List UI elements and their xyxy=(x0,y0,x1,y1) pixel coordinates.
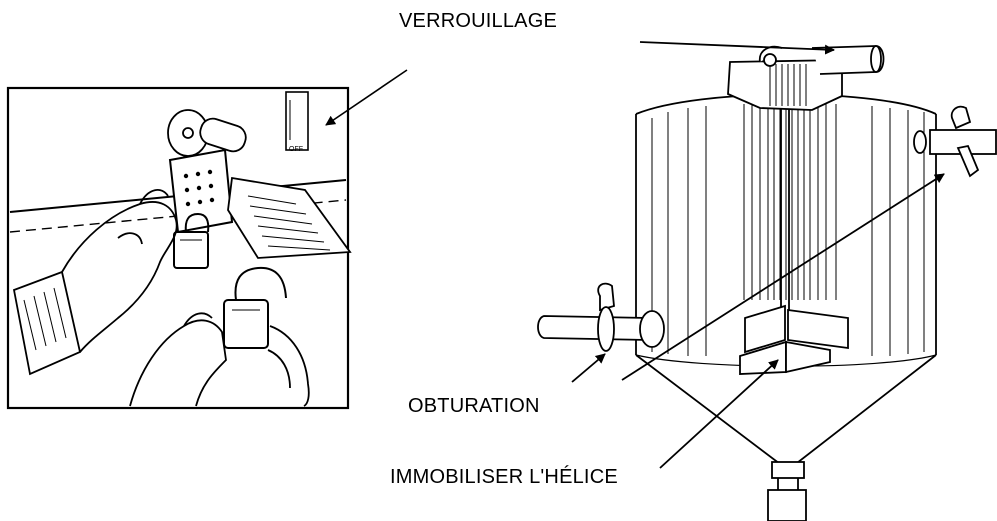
obturation-arrow-long xyxy=(621,173,945,381)
lockout-arrow-left xyxy=(325,69,408,126)
key-icon xyxy=(167,109,247,157)
right-hand xyxy=(129,312,310,407)
impeller xyxy=(739,304,849,375)
lockout-arrow-right xyxy=(639,41,835,55)
obturation-label: OBTURATION xyxy=(408,395,540,417)
open-padlock-icon xyxy=(223,266,287,349)
lockout-label: VERROUILLAGE xyxy=(399,10,558,32)
outlet-pipe xyxy=(767,461,807,521)
tank-shading xyxy=(651,104,925,356)
lockout-hasp xyxy=(168,148,234,234)
lockout-hands-illustration: OFF xyxy=(6,69,408,410)
obturation-arrow-short xyxy=(571,353,606,383)
left-inlet-pipe xyxy=(537,282,665,352)
immobilize-impeller-label: IMMOBILISER L'HÉLICE xyxy=(390,466,618,488)
left-hand xyxy=(12,189,178,376)
motor-housing xyxy=(727,45,885,111)
danger-tag xyxy=(227,176,352,259)
switch-off-text: OFF xyxy=(289,146,303,153)
mixing-tank-illustration xyxy=(537,41,997,521)
agitator-shaft xyxy=(780,104,790,322)
impeller-arrow xyxy=(659,359,779,469)
wall-switch: OFF xyxy=(285,91,309,153)
padlock-icon xyxy=(173,212,210,269)
right-inlet-pipe xyxy=(913,105,997,178)
